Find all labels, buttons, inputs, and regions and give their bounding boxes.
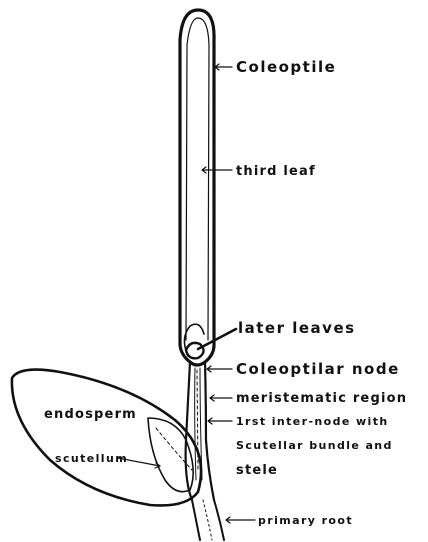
label-third-leaf: third leaf	[236, 164, 316, 179]
label-later-leaves: later leaves	[238, 319, 356, 337]
label-coleoptilar-node: Coleoptilar node	[236, 360, 400, 378]
label-scutellum: scutellum	[55, 452, 128, 465]
label-meristematic-region: meristematic region	[236, 391, 407, 406]
endosperm-drawing	[12, 370, 201, 506]
primary-root-drawing	[192, 500, 224, 540]
label-internode-line3: stele	[236, 463, 278, 478]
coleoptile-drawing	[180, 10, 214, 365]
label-coleoptile: Coleoptile	[236, 58, 336, 76]
label-internode-line1: 1rst inter-node with	[236, 415, 389, 428]
label-internode-line2: Scutellar bundle and	[236, 439, 393, 452]
label-endosperm: endosperm	[44, 407, 137, 422]
label-primary-root: primary root	[258, 514, 353, 527]
